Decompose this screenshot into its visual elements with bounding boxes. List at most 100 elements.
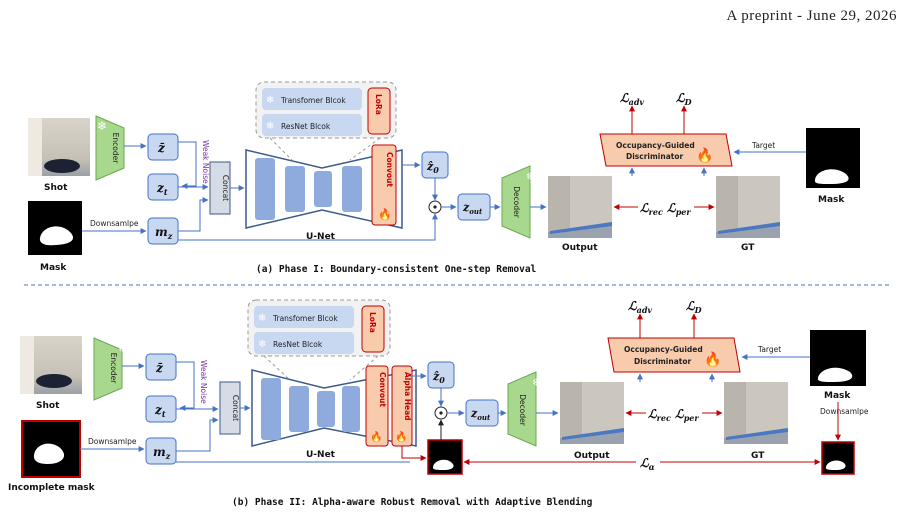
encoder-block: Encoder ❄ — [93, 337, 127, 401]
lora-block — [367, 87, 391, 135]
snowflake-icon: ❄ — [258, 313, 266, 324]
svg-text:Target: Target — [757, 345, 781, 354]
mask-image — [28, 201, 82, 255]
svg-text:Incomplete mask: Incomplete mask — [8, 483, 96, 493]
flame-icon: 🔥 — [395, 430, 407, 443]
z-bar-box — [147, 133, 179, 161]
snowflake-icon: ❄ — [97, 119, 107, 133]
svg-text:Downsamlpe: Downsamlpe — [90, 219, 139, 228]
z-bar-box — [145, 353, 177, 381]
svg-text:Occupancy-Guided: Occupancy-Guided — [616, 141, 695, 150]
snowflake-icon: ❄ — [266, 95, 274, 106]
unet-block: Convout 🔥 Alpha Head 🔥 — [251, 365, 417, 447]
svg-text:Convout: Convout — [385, 152, 394, 187]
flame-icon: 🔥 — [696, 147, 713, 164]
svg-text:z̄: z̄ — [157, 141, 166, 155]
flame-icon: 🔥 — [378, 208, 392, 221]
transformer-block — [262, 88, 362, 110]
svg-text:Transfomer Blcok: Transfomer Blcok — [280, 96, 346, 105]
gt-image — [724, 382, 788, 444]
svg-text:GT: GT — [741, 243, 755, 253]
svg-text:Target: Target — [751, 141, 775, 150]
svg-text:ResNet Blcok: ResNet Blcok — [273, 340, 323, 349]
phase-1-caption: (a) Phase I: Boundary-consistent One-ste… — [256, 264, 537, 275]
incomplete-mask-image — [21, 420, 81, 478]
encoder-block: Encoder ❄ — [95, 115, 125, 181]
svg-text:Downsamlpe: Downsamlpe — [88, 437, 137, 446]
svg-text:Concat: Concat — [221, 175, 230, 201]
output-image — [548, 176, 612, 238]
downsampled-mask-image — [821, 441, 855, 475]
phase-2-caption: (b) Phase II: Alpha-aware Robust Removal… — [232, 497, 593, 508]
page-header: A preprint - June 29, 2026 — [726, 8, 897, 24]
svg-text:ℒadv: ℒadv — [620, 91, 644, 107]
svg-text:ℒα: ℒα — [640, 456, 655, 472]
transformer-block — [254, 306, 354, 328]
unet-label: U-Net — [306, 450, 336, 460]
svg-text:mz: mz — [155, 225, 173, 241]
svg-text:Encoder: Encoder — [109, 353, 118, 385]
svg-text:Output: Output — [574, 451, 610, 461]
resnet-block — [262, 114, 362, 136]
svg-text:mz: mz — [153, 445, 171, 461]
svg-text:Shot: Shot — [36, 401, 60, 411]
svg-text:Mask: Mask — [824, 391, 851, 401]
svg-text:Convout: Convout — [378, 372, 387, 407]
alpha-map-image — [427, 439, 463, 475]
svg-text:Alpha Head: Alpha Head — [403, 372, 412, 421]
svg-text:ℒrec ℒper: ℒrec ℒper — [640, 201, 691, 217]
phase-2: Shot Incomplete mask Encoder ❄ z̄ zt mz … — [8, 299, 869, 508]
flame-icon: 🔥 — [704, 351, 721, 368]
svg-text:z̄: z̄ — [155, 361, 164, 375]
decoder-block: Decoder ❄ — [501, 165, 535, 239]
gt-image — [716, 176, 780, 238]
shot-image — [20, 336, 82, 394]
unet-label: U-Net — [306, 232, 336, 242]
svg-text:Occupancy-Guided: Occupancy-Guided — [624, 345, 703, 354]
svg-text:Weak Noise: Weak Noise — [199, 360, 208, 404]
svg-text:ResNet Blcok: ResNet Blcok — [281, 122, 331, 131]
svg-text:ℒrec ℒper: ℒrec ℒper — [648, 407, 699, 423]
snowflake-icon: ❄ — [266, 121, 274, 132]
svg-text:Concat: Concat — [231, 395, 240, 421]
svg-text:zt: zt — [156, 181, 168, 197]
svg-text:Output: Output — [562, 243, 598, 253]
svg-text:ℒD: ℒD — [676, 91, 692, 107]
target-mask-image — [806, 128, 860, 188]
svg-text:ℒD: ℒD — [686, 299, 702, 315]
output-image — [560, 382, 624, 444]
svg-text:Transfomer Blcok: Transfomer Blcok — [272, 314, 338, 323]
snowflake-icon: ❄ — [532, 376, 541, 389]
svg-text:Discriminator: Discriminator — [626, 152, 683, 161]
discriminator-block — [607, 337, 741, 373]
svg-text:Decoder: Decoder — [518, 394, 527, 426]
svg-text:GT: GT — [751, 451, 765, 461]
svg-text:zout: zout — [462, 201, 483, 216]
svg-text:Downsamlpe: Downsamlpe — [820, 407, 869, 416]
unet-block: Convout 🔥 — [245, 144, 403, 229]
snowflake-icon: ❄ — [258, 339, 266, 350]
mask-label: Mask — [40, 263, 67, 273]
svg-text:LoRa: LoRa — [374, 94, 383, 115]
svg-text:ℒadv: ℒadv — [628, 299, 652, 315]
svg-text:Encoder: Encoder — [111, 133, 120, 165]
svg-text:ẑ0: ẑ0 — [426, 160, 439, 175]
target-mask-image — [810, 330, 866, 386]
svg-text:Decoder: Decoder — [512, 186, 521, 218]
svg-text:Weak Noise: Weak Noise — [201, 140, 210, 184]
svg-text:zt: zt — [154, 403, 166, 419]
svg-text:zout: zout — [470, 407, 491, 422]
shot-image — [28, 118, 90, 176]
snowflake-icon: ❄ — [118, 342, 127, 355]
snowflake-icon: ❄ — [526, 170, 535, 183]
resnet-block — [254, 332, 354, 354]
svg-text:ẑ0: ẑ0 — [432, 370, 445, 385]
shot-label: Shot — [44, 183, 68, 193]
svg-text:Discriminator: Discriminator — [634, 357, 691, 366]
flame-icon: 🔥 — [370, 430, 382, 443]
phase-1: Shot Mask Encoder ❄ z̄ zt mz Weak Noise … — [28, 81, 860, 275]
decoder-block: Decoder ❄ — [507, 371, 541, 447]
svg-text:LoRa: LoRa — [368, 312, 377, 333]
lora-block — [361, 305, 385, 353]
